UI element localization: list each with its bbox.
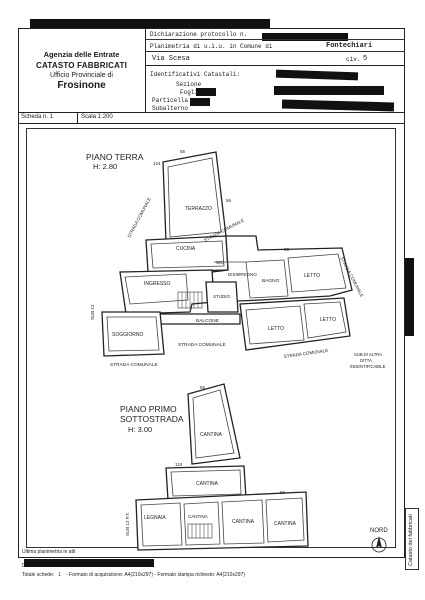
document-sheet (18, 28, 405, 558)
office-name: Ufficio Provinciale di (50, 72, 113, 79)
neighbor-label: SUB 12 (90, 304, 95, 320)
scheda-cell: Scheda n. 1 (18, 113, 78, 123)
province-name: Frosinone (57, 80, 106, 91)
address-row: Via Scesa civ. 5 (146, 52, 405, 66)
room-label: TERRAZZO (185, 206, 212, 212)
lower-east-rooms (239, 297, 351, 351)
redaction-bar (274, 86, 384, 95)
staircase (187, 523, 213, 539)
street-label: STRADA COMUNALE (283, 348, 328, 359)
parcel-label: Particella (152, 97, 189, 104)
neighbor-label: SUB DI ALTRA (354, 352, 382, 357)
north-arrow-icon (371, 536, 387, 553)
first-floor-height: H: 3.00 (128, 425, 152, 434)
total-sheets-value: 1 (58, 572, 61, 578)
street-label: STRADA COMUNALE (110, 362, 158, 368)
civic-number: 5 (363, 55, 368, 63)
room-label: INGRESSO (144, 281, 171, 287)
room-label: CANTINA (200, 432, 223, 438)
room-label: BAGNO (262, 278, 280, 284)
soggiorno-room (101, 311, 165, 357)
dimension-label: 56 (226, 198, 232, 203)
room-label: WC (216, 260, 224, 265)
north-label: NORD (370, 528, 388, 534)
street-label: STRADA COMUNALE (178, 342, 226, 348)
section-label: Sezione (176, 81, 202, 88)
redaction-bar (262, 33, 348, 41)
civic-label: civ. (346, 56, 361, 63)
scheda-number: 1 (49, 114, 54, 120)
room-label: LETTO (304, 273, 320, 279)
format-text: - Formato di acquisizione: A4(210x297) -… (66, 572, 245, 578)
neighbor-label: INDENTIFICABILE (350, 364, 386, 369)
neighbor-label: DITTA (360, 358, 372, 363)
subaltern-label: Subalterno (152, 105, 189, 112)
first-floor-title: SOTTOSTRADA (120, 414, 184, 424)
ground-floor-title: PIANO TERRA (86, 152, 144, 162)
redaction-bar (196, 88, 216, 96)
redaction-bar (24, 559, 154, 567)
room-label: LETTO (320, 317, 336, 323)
room-label: BALCONE (196, 318, 219, 324)
municipality-name: Fontechiari (326, 42, 373, 50)
redaction-bar (405, 258, 414, 336)
agency-block: Agenzia delle Entrate CATASTO FABBRICATI… (18, 28, 146, 112)
redaction-bar (190, 98, 210, 106)
scale-row: Scheda n. 1 Scala 1:200 (18, 112, 405, 124)
scale-value: 200 (102, 114, 113, 120)
room-label: SOGGIORNO (112, 332, 144, 338)
cantina-upper (187, 383, 241, 465)
declaration-label: Dichiarazione protocollo n. (150, 31, 248, 38)
identifiers-label: Identificativi Catastali: (150, 71, 241, 78)
street-name: Via Scesa (152, 55, 190, 63)
room-label: CANTINA (196, 481, 219, 487)
neighbor-label: SUB 12 P.T. (125, 512, 130, 536)
side-stamp (405, 508, 419, 570)
dimension-label: 55 (200, 385, 206, 390)
sheet-label: Foglio (180, 89, 202, 96)
redaction-bar (30, 19, 270, 29)
plan-label: Planimetria di u.i.u. in Comune di (150, 43, 273, 50)
plan-row: Planimetria di u.i.u. in Comune di Fonte… (146, 40, 405, 52)
total-sheets-label: Totale schede: (22, 572, 55, 578)
staircase (177, 291, 203, 309)
dimension-label: 55 (180, 149, 186, 154)
street-label: STRADA COMUNALE (126, 197, 151, 239)
last-plan-label: Ultima planimetria in atti (22, 549, 76, 555)
scale-label: Scala 1: (81, 114, 103, 120)
room-label: LETTO (268, 326, 284, 332)
scale-cell: Scala 1:200 (78, 113, 158, 123)
dimension-label: 124 (175, 462, 183, 467)
cantina-lower (135, 491, 309, 551)
side-text: Catasto dei fabbricati (408, 514, 414, 566)
dimension-label: 56 (284, 247, 290, 252)
east-wing (211, 235, 353, 303)
room-label: CUCINA (176, 246, 196, 252)
room-label: CANTINA (188, 514, 208, 519)
dimension-label: 124 (153, 161, 161, 166)
scheda-label: Scheda n. (21, 114, 49, 120)
department-name: CATASTO FABBRICATI (35, 61, 127, 70)
declaration-row: Dichiarazione protocollo n. (146, 28, 405, 40)
room-label: STUDIO (213, 294, 231, 299)
declaration-block: Dichiarazione protocollo n. Planimetria … (146, 28, 405, 112)
dimension-label: 56 (280, 490, 286, 495)
room-label: CANTINA (274, 521, 297, 527)
agency-name: Agenzia delle Entrate (43, 50, 120, 59)
room-label: LEGNAIA (144, 515, 166, 521)
ground-floor-height: H: 2.80 (93, 162, 117, 171)
first-floor-title: PIANO PRIMO (120, 404, 177, 414)
room-label: DISIMPEGNO (228, 272, 257, 277)
room-label: CANTINA (232, 519, 255, 525)
studio-room (205, 281, 239, 313)
